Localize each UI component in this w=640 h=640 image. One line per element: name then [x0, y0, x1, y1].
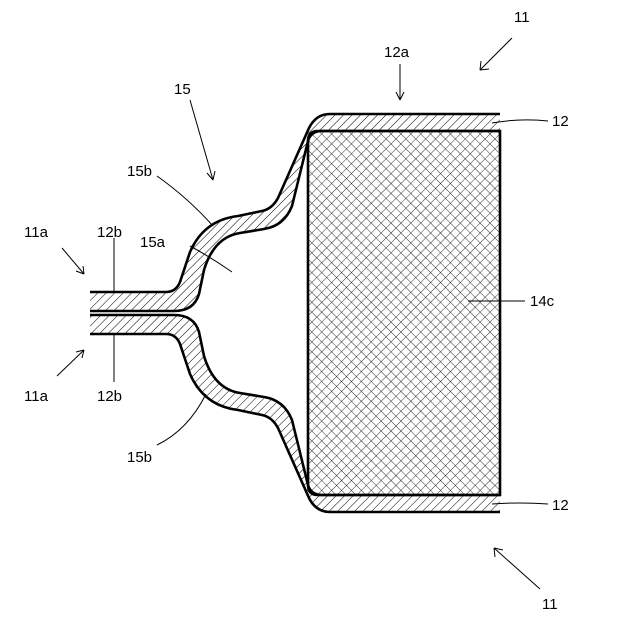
- label-12-bottom: 12: [552, 497, 569, 514]
- label-12a: 12a: [384, 44, 410, 61]
- label-15a: 15a: [140, 234, 166, 251]
- label-15b-bottom: 15b: [127, 449, 152, 466]
- label-15b-top: 15b: [127, 163, 152, 180]
- label-11-bottom: 11: [542, 596, 558, 613]
- electrode-body-14c: [308, 131, 500, 495]
- label-12-top: 12: [552, 113, 569, 130]
- label-11a-top: 11a: [24, 224, 49, 241]
- label-15: 15: [174, 81, 191, 98]
- label-11-top: 11: [514, 9, 530, 26]
- label-14c: 14c: [530, 293, 555, 310]
- label-11a-bottom: 11a: [24, 388, 49, 405]
- label-12b-bottom: 12b: [97, 388, 122, 405]
- label-12b-top: 12b: [97, 224, 122, 241]
